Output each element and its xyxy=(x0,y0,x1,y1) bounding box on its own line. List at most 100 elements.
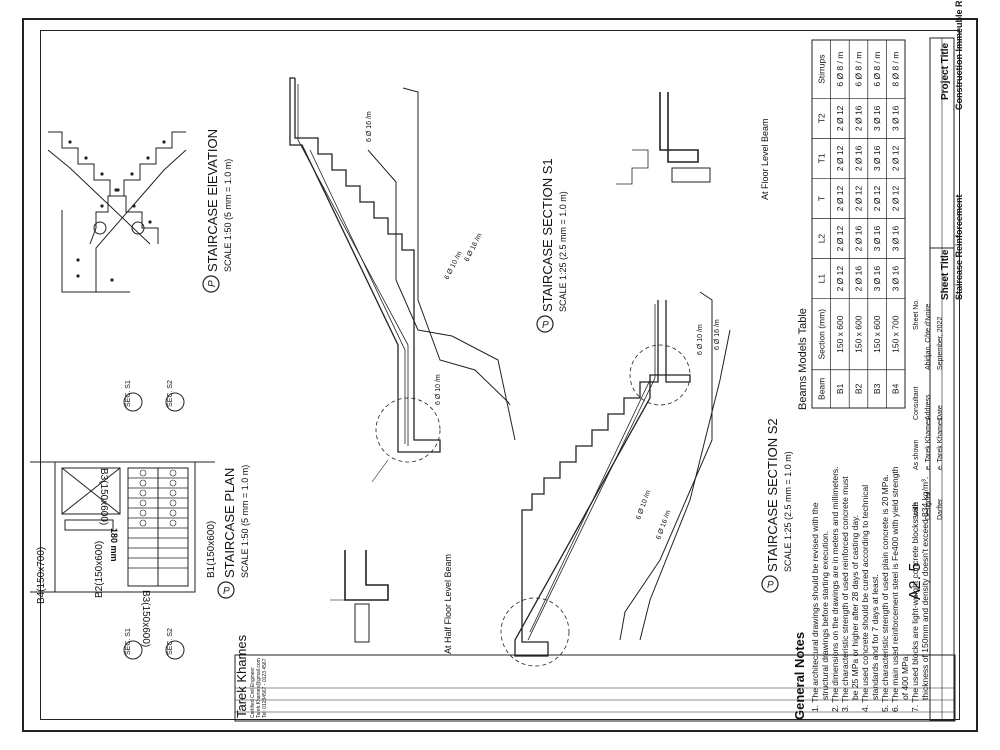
plan-sec-s2-marker: SEC. S2 xyxy=(167,380,174,407)
note-line: 3. The characteristic strength of used r… xyxy=(840,476,850,712)
svg-text:6 Ø 10 /m: 6 Ø 10 /m xyxy=(697,324,704,355)
engineer-details: Tel: 01234567 - 0123 4567 xyxy=(262,658,268,718)
drawing-inner-frame xyxy=(40,30,960,720)
elevation-scale-text: SCALE 1:50 (5 mm = 1.0 m) xyxy=(223,159,233,272)
plan-title-text: STAIRCASE PLAN xyxy=(222,468,237,578)
svg-text:6 Ø 10 /m: 6 Ø 10 /m xyxy=(435,374,442,405)
svg-text:6 Ø 10 /m: 6 Ø 10 /m xyxy=(444,250,464,281)
date-label: Date xyxy=(937,405,944,420)
plan-labels: B4(150x700) B2(150x600) B1(150x600) B3(1… xyxy=(36,380,217,655)
staircase-elevation xyxy=(47,131,187,293)
staircase-section-s1 xyxy=(289,77,516,483)
note-line: 2. The dimensions on the drawings are in… xyxy=(830,466,840,712)
note-line: of 400 MPa. xyxy=(900,654,910,700)
table-cell: 6 Ø 8 / m xyxy=(872,52,882,87)
drafter-label: Darfter xyxy=(937,498,944,520)
beam-b3-top-label: B3(150x600) xyxy=(98,468,109,525)
table-cell: 150 x 700 xyxy=(891,315,901,353)
elevation-title: P STAIRCASE ElEVATION SCALE 1:50 (5 mm =… xyxy=(202,129,233,293)
plan-title: P STAIRCASE PLAN SCALE 1:50 (5 mm = 1.0 … xyxy=(217,465,250,599)
table-cell: 3 Ø 16 xyxy=(891,266,901,292)
scale-value: As shown xyxy=(913,440,920,470)
s2-detail-circle xyxy=(500,597,570,667)
plan-dimension-box xyxy=(64,519,114,531)
table-cell: 3 Ø 16 xyxy=(891,105,901,131)
table-cell: B2 xyxy=(854,383,864,394)
beam-b3-label: B3(150x600) xyxy=(140,590,151,647)
designer-value: e. Tarek Khames xyxy=(925,417,932,470)
designer-label: Designer xyxy=(925,491,932,520)
half-floor-beam-title: At Half Floor Level Beam xyxy=(443,554,453,654)
date-value: September, 2022 xyxy=(937,317,944,370)
plan-sec-s2-marker-bottom: SEC. S2 xyxy=(167,628,174,655)
plan-sec-s1-marker: SEC. S1 xyxy=(125,380,132,407)
plan-sec-s1-marker-bottom: SEC. S1 xyxy=(125,628,132,655)
table-cell: B4 xyxy=(891,383,901,394)
table-cell: 2 Ø 12 xyxy=(891,145,901,171)
table-cell: 150 x 600 xyxy=(835,315,845,353)
address-value: Abidjan, Côte d'Ivoire xyxy=(925,304,932,370)
table-cell: 2 Ø 12 xyxy=(891,185,901,211)
table-cell: 6 Ø 8 / m xyxy=(835,52,845,87)
svg-text:6 Ø 10 /m: 6 Ø 10 /m xyxy=(635,489,652,520)
svg-text:6 Ø 16 /m: 6 Ø 16 /m xyxy=(714,319,721,350)
table-header-cell: Stirrups xyxy=(816,55,826,84)
engineer-details: Tarek.Khames@gmail.com xyxy=(256,658,262,718)
plan-scale-text: SCALE 1:50 (5 mm = 1.0 m) xyxy=(240,465,250,578)
staircase-plan xyxy=(30,392,215,660)
table-header-cell: Beam xyxy=(816,378,826,400)
note-line: structural drawings before starting exec… xyxy=(820,531,830,700)
table-header-cell: T xyxy=(816,196,826,201)
table-cell: 2 Ø 16 xyxy=(854,105,864,131)
sheet-no-label: Sheet No. xyxy=(913,299,920,330)
table-cell: 8 Ø 8 / m xyxy=(891,52,901,87)
elevation-title-text: STAIRCASE ElEVATION xyxy=(205,129,220,272)
beams-table-title: Beams Models Table xyxy=(797,308,809,410)
table-cell: 2 Ø 12 xyxy=(854,185,864,211)
note-line: be 25 MPa or higher after 28 days of cas… xyxy=(850,515,860,700)
sheet-title-label: Sheet Title xyxy=(940,249,951,300)
s1-bar-labels: 6 Ø 16 /m 6 Ø 10 /m 6 Ø 16 /m 6 Ø 10 /m xyxy=(366,111,484,405)
address-label: Address xyxy=(925,394,932,420)
note-line: 6. The main used reinforcement steel is … xyxy=(890,466,900,712)
s2-scale-text: SCALE 1:25 (2.5 mm = 1.0 m) xyxy=(783,451,793,572)
drawing-outer-frame xyxy=(22,18,978,732)
beam-b1-label: B1(150x600) xyxy=(206,521,217,578)
note-line: 7. The used blocks are light-weight conc… xyxy=(910,502,920,712)
svg-text:6 Ø 16 /m: 6 Ø 16 /m xyxy=(366,111,373,142)
table-header-cell: L1 xyxy=(816,274,826,284)
table-header-cell: Section (mm) xyxy=(816,309,826,360)
table-cell: 150 x 600 xyxy=(854,315,864,353)
note-line: 4. The used concrete should be cured acc… xyxy=(860,485,870,712)
beam-b4-label: B4(150x700) xyxy=(36,547,47,604)
s1-title-text: STAIRCASE SECTION S1 xyxy=(540,158,555,312)
table-cell: B3 xyxy=(872,383,882,394)
consultant-label: Consultant xyxy=(913,386,920,420)
svg-text:P: P xyxy=(223,586,230,597)
elevation-marker-s1 xyxy=(93,221,107,235)
table-cell: 2 Ø 16 xyxy=(854,226,864,252)
project-title-label: Project Title xyxy=(940,43,951,100)
s2-bar-labels: 6 Ø 16 /m 6 Ø 10 /m 6 Ø 16 /m 6 Ø 10 /m xyxy=(635,319,721,541)
sheet-title-value: Staircase Reinforcement xyxy=(954,194,964,300)
s1-scale-text: SCALE 1:25 (2.5 mm = 1.0 m) xyxy=(558,191,568,312)
table-cell: 150 x 600 xyxy=(872,315,882,353)
table-cell: 2 Ø 12 xyxy=(872,185,882,211)
table-cell: 2 Ø 12 xyxy=(835,185,845,211)
table-cell: 3 Ø 16 xyxy=(872,226,882,252)
project-title-value: Construction Immeuble R+4 xyxy=(954,0,964,110)
table-cell: 2 Ø 12 xyxy=(835,226,845,252)
table-cell: 2 Ø 12 xyxy=(835,145,845,171)
general-notes: General Notes 1. The architectural drawi… xyxy=(792,466,930,720)
engineer-details: Certified Civil Engineer xyxy=(250,667,256,718)
table-cell: 3 Ø 16 xyxy=(872,266,882,292)
svg-text:P: P xyxy=(767,580,774,591)
note-line: 5. The characteristic strength of used p… xyxy=(880,475,890,713)
svg-text:6 Ø 16 /m: 6 Ø 16 /m xyxy=(464,232,484,263)
half-floor-beam-detail xyxy=(330,550,389,643)
svg-text:P: P xyxy=(207,280,218,287)
plan-section-markers xyxy=(123,392,185,660)
elevation-marker-s2 xyxy=(131,221,145,235)
